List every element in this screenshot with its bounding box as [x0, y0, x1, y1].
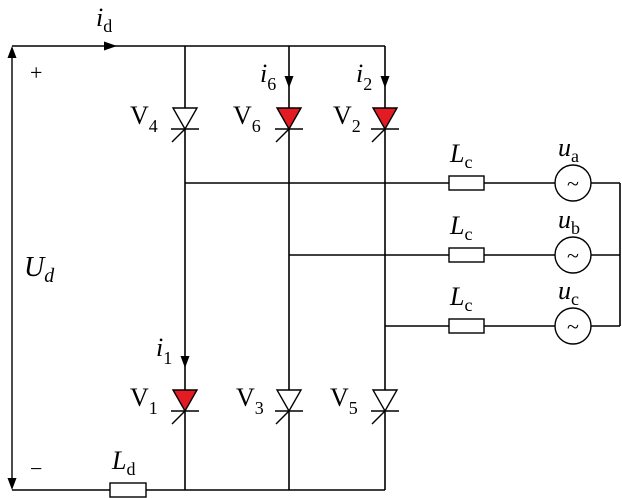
- source-a-symbol: ~: [567, 171, 579, 196]
- thyristor-v6-gate: [275, 128, 290, 143]
- source-c-symbol: ~: [567, 314, 579, 339]
- label-ld: Ld: [111, 446, 135, 479]
- dc-inductor: [109, 482, 147, 498]
- thyristor-v2: [371, 107, 399, 143]
- label-lc-b: Lc: [449, 211, 472, 244]
- label-ua-sub: a: [571, 146, 579, 166]
- label-v5-sub: 5: [349, 398, 358, 418]
- label-ud-sub: d: [44, 265, 55, 287]
- dc-voltage-arrow-head-top: [7, 46, 17, 58]
- label-ud-main: U: [24, 252, 46, 283]
- label-ld-sub: d: [126, 459, 135, 479]
- label-id-main: i: [96, 3, 103, 32]
- label-v6-sub: 6: [252, 116, 261, 136]
- label-lc-b-sub: c: [464, 224, 472, 244]
- label-lc-c: Lc: [449, 282, 472, 315]
- label-i2: i2: [356, 59, 372, 94]
- label-v4: V4: [130, 101, 158, 136]
- thyristor-v1-gate: [171, 410, 186, 425]
- ac-inductor-a: [448, 175, 485, 191]
- label-uc: uc: [558, 276, 579, 309]
- thyristor-v4-gate: [171, 128, 186, 143]
- thyristor-v3: [275, 389, 303, 425]
- label-i1-sub: 1: [163, 348, 172, 368]
- label-ld-main: L: [111, 446, 126, 475]
- label-ua-main: u: [558, 133, 571, 162]
- thyristor-v5-gate: [371, 410, 386, 425]
- label-ub-main: u: [558, 205, 571, 234]
- label-v2-main: V: [333, 101, 352, 130]
- thyristor-v2-gate: [371, 128, 386, 143]
- thyristor-v4-body: [171, 107, 199, 131]
- label-lc-c-main: L: [449, 282, 464, 311]
- label-i6-main: i: [260, 59, 267, 88]
- thyristor-v2-body: [371, 107, 399, 131]
- current-arrow-i6: [284, 76, 294, 88]
- label-lc-a-sub: c: [464, 152, 472, 172]
- label-v5-main: V: [330, 383, 349, 412]
- label-v3-sub: 3: [255, 398, 264, 418]
- label-uc-sub: c: [571, 289, 579, 309]
- minus-sign: −: [30, 456, 42, 481]
- label-i1: i1: [156, 333, 172, 368]
- label-v6: V6: [233, 101, 261, 136]
- label-v1-sub: 1: [149, 398, 158, 418]
- label-v3: V3: [236, 383, 264, 418]
- label-v5: V5: [330, 383, 358, 418]
- label-i2-sub: 2: [363, 74, 372, 94]
- label-ua: ua: [558, 133, 579, 166]
- thyristor-v6: [275, 107, 303, 143]
- label-lc-c-sub: c: [464, 295, 472, 315]
- source-b-symbol: ~: [567, 243, 579, 268]
- thyristor-v3-gate: [275, 410, 290, 425]
- dc-voltage-arrow-head-bottom: [7, 478, 17, 490]
- thyristor-v3-body: [275, 389, 303, 413]
- label-ud: Ud: [24, 252, 55, 287]
- label-v6-main: V: [233, 101, 252, 130]
- label-id: id: [96, 3, 112, 36]
- label-v2: V2: [333, 101, 361, 136]
- thyristor-v1: [171, 389, 199, 425]
- label-v1-main: V: [130, 383, 149, 412]
- label-lc-b-main: L: [449, 211, 464, 240]
- label-v4-sub: 4: [149, 116, 158, 136]
- thyristor-v5-body: [371, 389, 399, 413]
- label-i6: i6: [260, 59, 276, 94]
- label-id-sub: d: [103, 16, 112, 36]
- plus-sign: +: [30, 60, 42, 85]
- ac-inductor-b: [448, 247, 485, 263]
- label-i2-main: i: [356, 59, 363, 88]
- thyristor-v6-body: [275, 107, 303, 131]
- label-uc-main: u: [558, 276, 571, 305]
- current-arrow-i1: [180, 356, 190, 368]
- label-ub-sub: b: [571, 218, 580, 238]
- label-v4-main: V: [130, 101, 149, 130]
- thyristor-v1-body: [171, 389, 199, 413]
- label-i6-sub: 6: [267, 74, 276, 94]
- thyristor-v5: [371, 389, 399, 425]
- ac-inductor-c: [448, 318, 485, 334]
- label-ub: ub: [558, 205, 580, 238]
- label-v1: V1: [130, 383, 158, 418]
- label-lc-a-main: L: [449, 139, 464, 168]
- label-i1-main: i: [156, 333, 163, 362]
- thyristor-v4: [171, 107, 199, 143]
- current-arrow-i2: [380, 76, 390, 88]
- label-v3-main: V: [236, 383, 255, 412]
- label-v2-sub: 2: [352, 116, 361, 136]
- dc-current-arrow: [104, 41, 117, 51]
- label-lc-a: Lc: [449, 139, 472, 172]
